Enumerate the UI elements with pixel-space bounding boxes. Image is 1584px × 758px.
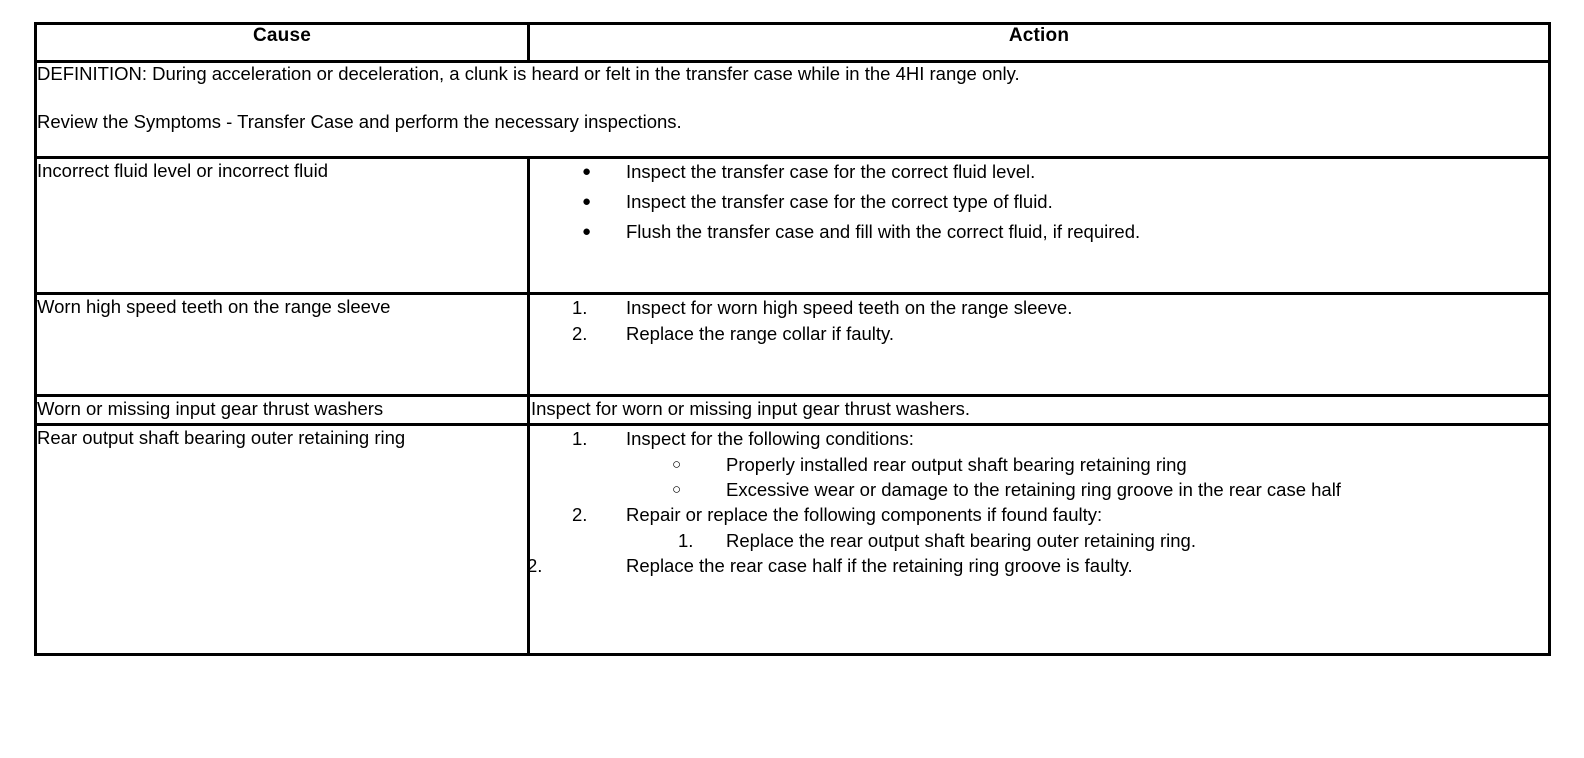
action-sub-condition-list: ○ Properly installed rear output shaft b… — [530, 452, 1548, 502]
column-header-cause: Cause — [34, 22, 530, 63]
list-marker: 2. — [572, 323, 588, 344]
list-item-text: Excessive wear or damage to the retainin… — [726, 479, 1341, 500]
action-bullet-list: ● Inspect the transfer case for the corr… — [530, 159, 1548, 244]
list-item: ● Inspect the transfer case for the corr… — [530, 159, 1548, 184]
list-marker: 1. — [678, 530, 694, 551]
list-item-text: Inspect the transfer case for the correc… — [626, 191, 1053, 212]
action-sub-component-list: 1. Replace the rear output shaft bearing… — [530, 528, 1548, 553]
list-item-text: Replace the range collar if faulty. — [626, 323, 895, 344]
table-row: Incorrect fluid level or incorrect fluid… — [34, 156, 1551, 295]
list-item: ● Inspect the transfer case for the corr… — [530, 189, 1548, 214]
definition-line-2: Review the Symptoms - Transfer Case and … — [37, 111, 682, 132]
cause-text: Worn or missing input gear thrust washer… — [37, 398, 384, 419]
list-marker: 2. — [527, 555, 543, 576]
cause-cell: Worn high speed teeth on the range sleev… — [34, 292, 530, 397]
list-item-text: Flush the transfer case and fill with th… — [626, 221, 1141, 242]
cause-text: Incorrect fluid level or incorrect fluid — [37, 160, 328, 181]
list-marker: 1. — [572, 428, 588, 449]
bullet-icon: ● — [582, 163, 592, 180]
list-item-text: Inspect the transfer case for the correc… — [626, 161, 1036, 182]
list-item: 1. Inspect for the following conditions: — [530, 426, 1548, 451]
action-cell: 1. Inspect for the following conditions:… — [527, 423, 1551, 656]
list-item-text: Repair or replace the following componen… — [626, 504, 1103, 525]
definition-line-1: DEFINITION: During acceleration or decel… — [37, 63, 1020, 84]
list-item-text: Inspect for worn high speed teeth on the… — [626, 297, 1073, 318]
definition-row: DEFINITION: During acceleration or decel… — [34, 60, 1551, 159]
list-item: 2. Replace the rear case half if the ret… — [527, 553, 1548, 578]
list-item: ● Flush the transfer case and fill with … — [530, 219, 1548, 244]
action-text: Inspect for worn or missing input gear t… — [531, 398, 971, 419]
cause-cell: Worn or missing input gear thrust washer… — [34, 394, 530, 426]
list-marker: 2. — [572, 504, 588, 525]
cause-cell: Incorrect fluid level or incorrect fluid — [34, 156, 530, 295]
action-cell: ● Inspect the transfer case for the corr… — [527, 156, 1551, 295]
definition-spacer — [37, 85, 1548, 111]
cause-text: Worn high speed teeth on the range sleev… — [37, 296, 391, 317]
action-step-list-2: 2. Repair or replace the following compo… — [530, 502, 1548, 527]
list-item: ○ Properly installed rear output shaft b… — [530, 452, 1548, 477]
list-item: 2. Repair or replace the following compo… — [530, 502, 1548, 527]
list-item-text: Replace the rear case half if the retain… — [626, 555, 1133, 576]
list-item-text: Properly installed rear output shaft bea… — [726, 454, 1187, 475]
table-header-row: Cause Action — [34, 22, 1551, 63]
list-item: ○ Excessive wear or damage to the retain… — [530, 477, 1548, 502]
column-header-action: Action — [527, 22, 1551, 63]
action-numbered-list: 1. Inspect for worn high speed teeth on … — [530, 295, 1548, 346]
table-row: Rear output shaft bearing outer retainin… — [34, 423, 1551, 656]
definition-cell: DEFINITION: During acceleration or decel… — [34, 60, 1551, 159]
list-item-text: Inspect for the following conditions: — [626, 428, 914, 449]
action-cell: Inspect for worn or missing input gear t… — [527, 394, 1551, 426]
table-row: Worn or missing input gear thrust washer… — [34, 394, 1551, 426]
action-cell: 1. Inspect for worn high speed teeth on … — [527, 292, 1551, 397]
list-marker: 1. — [572, 297, 588, 318]
list-item-text: Replace the rear output shaft bearing ou… — [726, 530, 1196, 551]
bullet-icon: ● — [582, 223, 592, 240]
diagnostic-table: Cause Action DEFINITION: During accelera… — [34, 22, 1551, 656]
list-item: 1. Inspect for worn high speed teeth on … — [530, 295, 1548, 320]
action-step-list: 1. Inspect for the following conditions: — [530, 426, 1548, 451]
bullet-icon: ● — [582, 193, 592, 210]
action-step-list-3: 2. Replace the rear case half if the ret… — [527, 553, 1548, 578]
table-row: Worn high speed teeth on the range sleev… — [34, 292, 1551, 397]
cause-text: Rear output shaft bearing outer retainin… — [37, 427, 406, 448]
circle-bullet-icon: ○ — [672, 481, 682, 498]
circle-bullet-icon: ○ — [672, 456, 682, 473]
list-item: 2. Replace the range collar if faulty. — [530, 321, 1548, 346]
list-item: 1. Replace the rear output shaft bearing… — [530, 528, 1548, 553]
cause-cell: Rear output shaft bearing outer retainin… — [34, 423, 530, 656]
